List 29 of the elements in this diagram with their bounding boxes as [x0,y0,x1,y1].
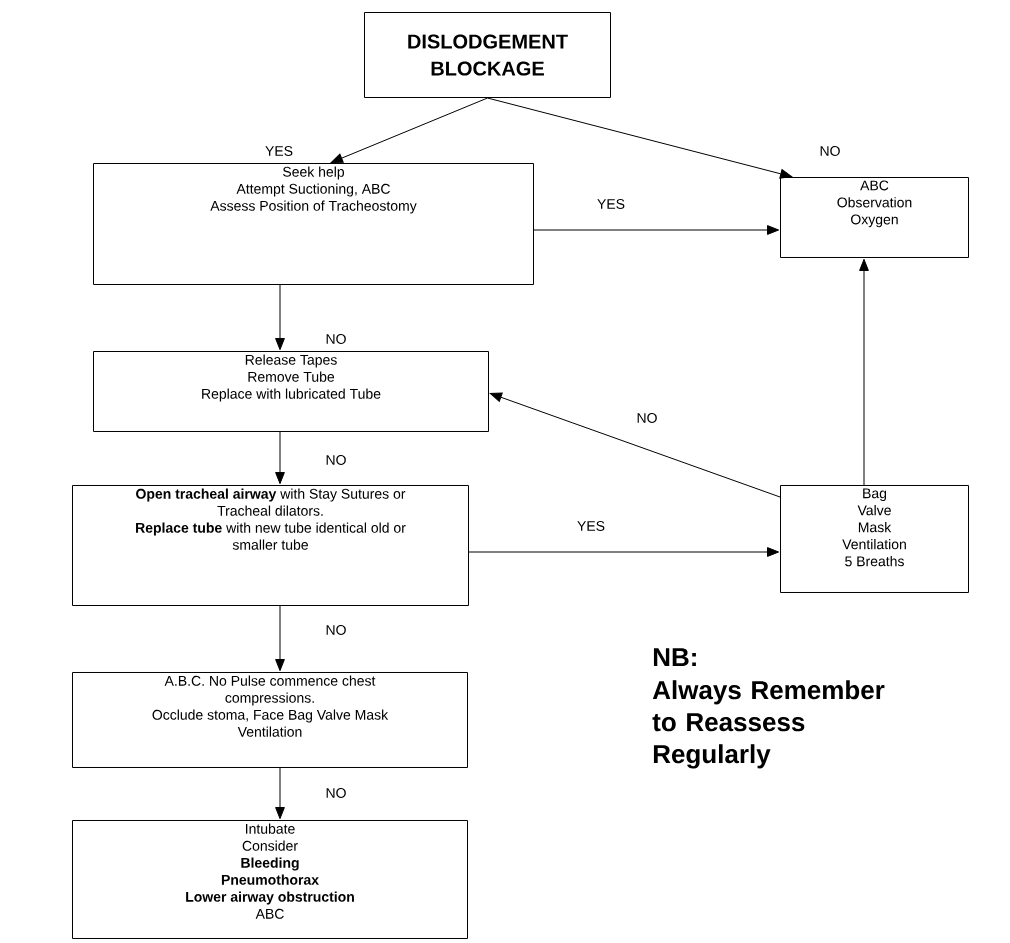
edge-label: NO [323,332,349,346]
process-box: Intubate Consider Bleeding Pneumothorax Lower airway obstruction ABC [72,820,468,939]
arrow [489,392,781,498]
arrow [487,97,793,179]
arrow [275,284,285,351]
edge-label: NO [323,786,349,800]
edge-label: NO [323,453,349,467]
note-text: Always Remember to Reassess Regularly [652,680,885,769]
arrow [275,605,285,672]
arrow [859,258,869,486]
edge-label: NO [634,411,660,425]
process-box: ABC Observation Oxygen [780,177,969,258]
edge-label: NO [817,144,843,158]
arrow [468,547,780,557]
edge-label: YES [263,144,295,158]
process-box: A.B.C. No Pulse commence chest compressions. Occlude stoma, Face Bag Valve Mask Ventilation [72,672,468,768]
process-box: Release Tapes Remove Tube Replace with lubricated Tube [93,351,489,432]
edge-label: YES [595,197,627,211]
process-box: Bag Valve Mask Ventilation 5 Breaths [780,485,969,593]
arrow [275,767,285,820]
note-text: NB: [653,648,696,667]
process-box: Seek help Attempt Suctioning, ABC Assess Position of Tracheostomy [93,163,534,285]
arrow [330,97,488,163]
process-box: Open tracheal airway with Stay Sutures or Tracheal dilators. Replace tube with new tube identical old or smaller tube [72,485,469,606]
edge-label: NO [323,623,349,637]
arrow [275,431,285,485]
arrow [533,225,780,235]
edge-label: YES [575,519,607,533]
process-box: DISLODGEMENT BLOCKAGE [364,12,611,98]
